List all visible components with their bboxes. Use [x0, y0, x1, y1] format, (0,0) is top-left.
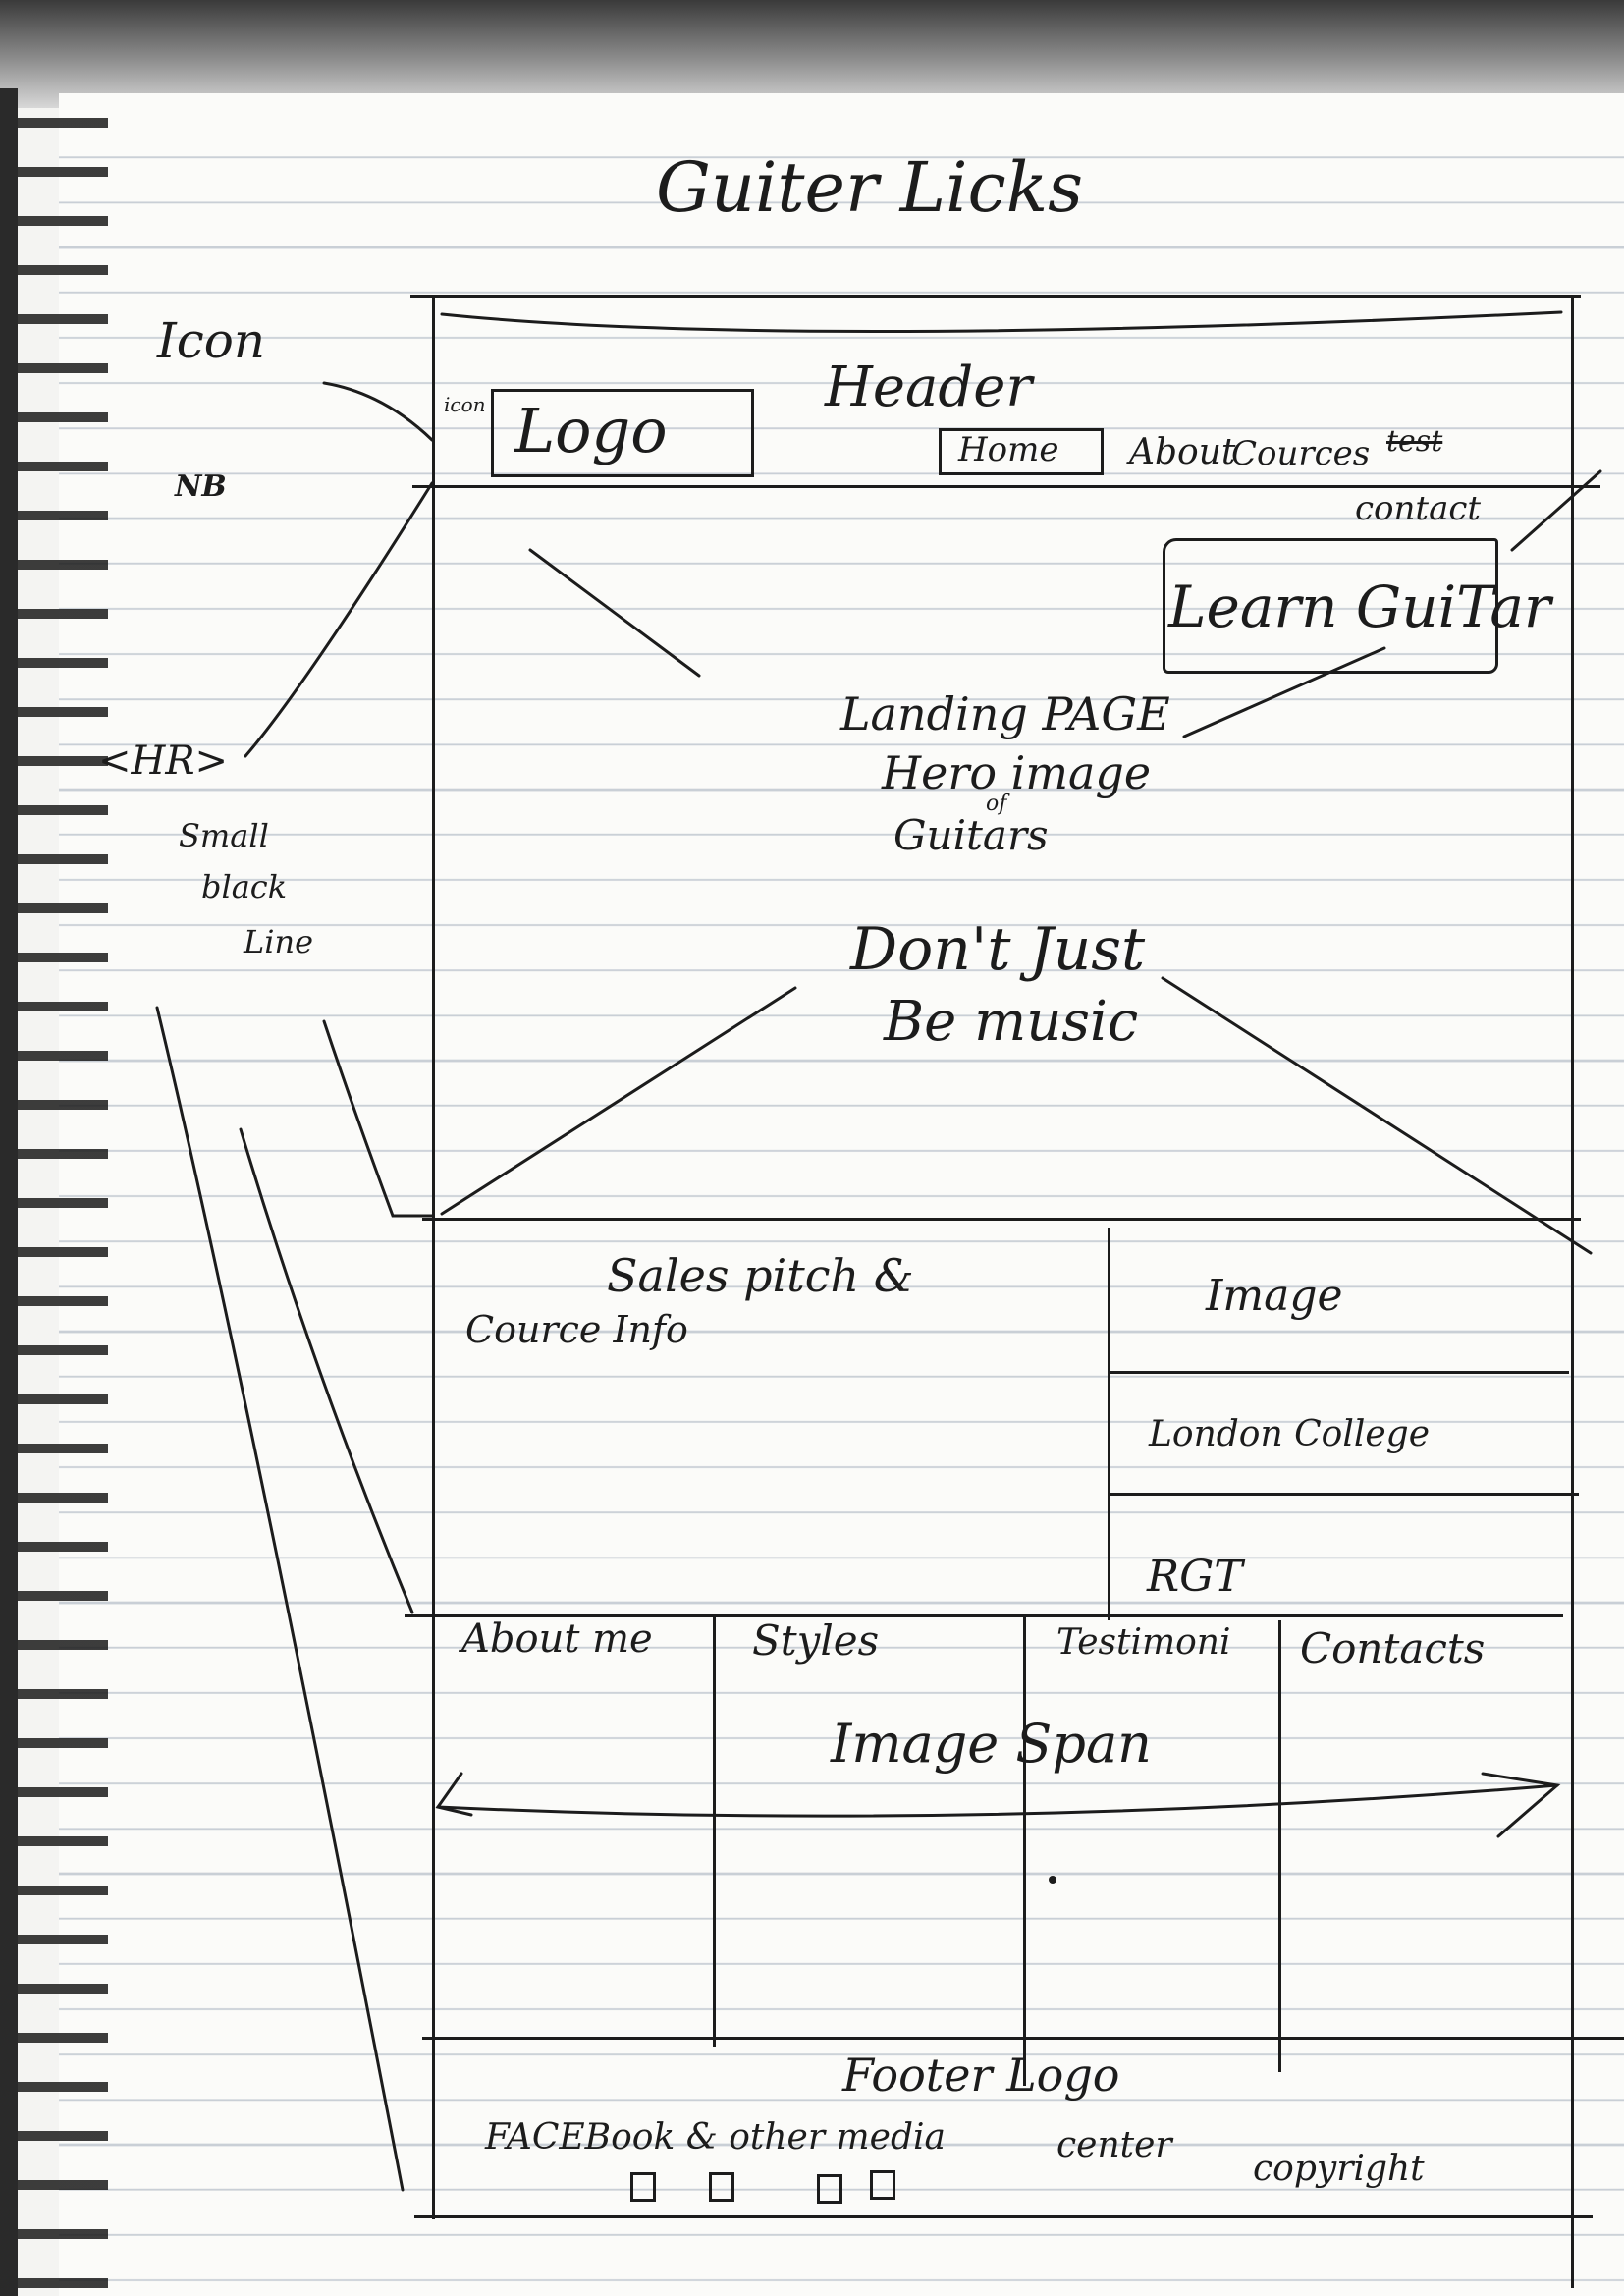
- frame-top-line: [410, 295, 1581, 298]
- hero-label-image: Hero image: [882, 746, 1152, 799]
- nav-test[interactable]: test: [1386, 424, 1443, 459]
- hero-divider: [422, 1218, 1581, 1221]
- hero-tagline-line1: Don't Just: [850, 915, 1146, 984]
- nav-courses[interactable]: Cources: [1231, 434, 1371, 473]
- column-divider-1: [713, 1614, 716, 2047]
- frame-left-line: [432, 295, 435, 2219]
- column-divider-2: [1023, 1614, 1026, 2086]
- icon-annotation: Icon: [157, 312, 266, 369]
- footer-social-label: FACEBook & other media: [485, 2117, 946, 2158]
- hero-tagline-line2: Be music: [884, 990, 1139, 1054]
- sketch-title: Guiter Licks: [656, 147, 1084, 228]
- sales-side-rgt: RGT: [1147, 1552, 1243, 1602]
- column-divider-3: [1278, 1620, 1281, 2072]
- hero-label-landing: Landing PAGE: [840, 687, 1170, 740]
- hero-label-guitars: Guitars: [893, 811, 1049, 859]
- social-icon-4[interactable]: [870, 2170, 895, 2200]
- frame-right-line: [1571, 295, 1574, 2288]
- social-icon-2[interactable]: [709, 2172, 734, 2202]
- black-annotation: black: [201, 868, 288, 905]
- sales-side-college: London College: [1149, 1414, 1431, 1454]
- sales-side-divider-2: [1108, 1493, 1579, 1496]
- spiral-binding: [0, 88, 108, 2296]
- logo-placeholder: [491, 389, 754, 477]
- course-info-label: Cource Info: [465, 1308, 688, 1351]
- image-span-label: Image Span: [831, 1713, 1152, 1775]
- sales-divider: [405, 1614, 1563, 1617]
- icon-small-label: icon: [444, 393, 486, 416]
- nav-contact[interactable]: contact: [1355, 489, 1482, 528]
- columns-divider: [422, 2037, 1624, 2040]
- column-styles: Styles: [752, 1616, 880, 1665]
- small-annotation: Small: [179, 817, 269, 854]
- line-annotation: Line: [244, 923, 314, 960]
- header-divider: [412, 485, 1600, 488]
- hr-annotation: <HR>: [98, 738, 229, 784]
- column-about-me: About me: [461, 1616, 653, 1662]
- frame-bottom-line: [414, 2215, 1593, 2218]
- sales-side-divider-1: [1108, 1371, 1569, 1374]
- spiral-edge: [0, 88, 18, 2296]
- nav-home-label: Home: [958, 430, 1059, 469]
- social-icon-1[interactable]: [630, 2172, 656, 2202]
- learn-guitar-label: Learn GuiTar: [1168, 574, 1551, 640]
- nav-about[interactable]: About: [1129, 432, 1236, 472]
- sales-side-divider: [1108, 1228, 1110, 1620]
- footer-center-label: center: [1056, 2125, 1172, 2165]
- header-label: Header: [825, 355, 1033, 419]
- footer-logo-label: Footer Logo: [842, 2049, 1120, 2102]
- column-testimonials: Testimoni: [1056, 1622, 1231, 1663]
- hero-label-of: of: [986, 792, 1007, 816]
- social-icon-3[interactable]: [817, 2174, 842, 2204]
- nav-home-button[interactable]: [939, 428, 1104, 475]
- footer-copyright: copyright: [1253, 2149, 1425, 2189]
- sales-side-image: Image: [1206, 1271, 1343, 1321]
- nav-mark-annotation: NB: [175, 469, 227, 504]
- scan-top-shadow: [0, 0, 1624, 108]
- column-contacts: Contacts: [1300, 1624, 1486, 1672]
- logo-label: Logo: [514, 395, 668, 466]
- sales-pitch-label: Sales pitch &: [607, 1249, 914, 1302]
